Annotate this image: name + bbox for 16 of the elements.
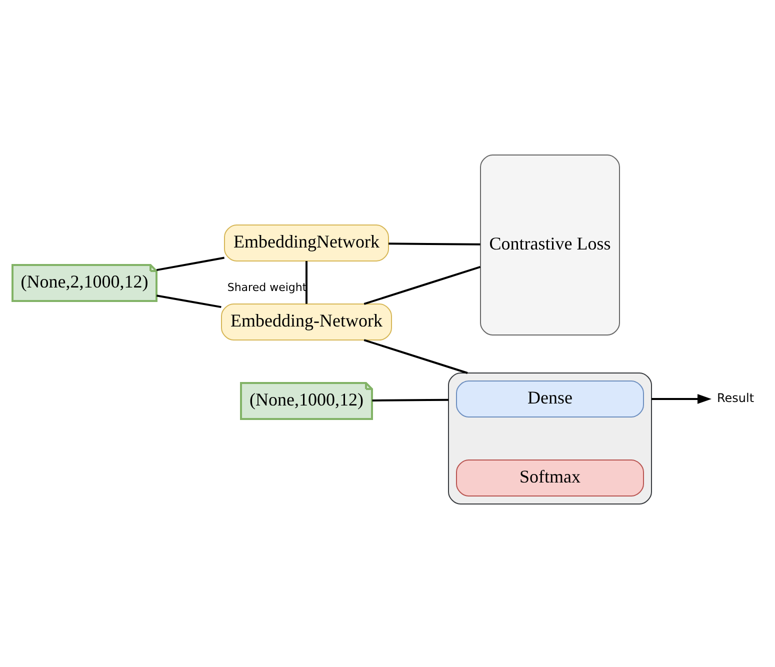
connector [306, 261, 308, 304]
cluster [448, 372, 652, 504]
connector [364, 266, 481, 305]
edge-label: Shared weight [227, 281, 307, 294]
connector [364, 339, 468, 374]
connector [388, 242, 480, 246]
connector [156, 294, 222, 308]
node-text: Result [716, 391, 754, 406]
node-box: Embedding-Network [221, 304, 392, 340]
node-box: Dense [456, 380, 644, 418]
connector [156, 256, 224, 272]
node-box: EmbeddingNetwork [224, 224, 389, 262]
node-box: Softmax [456, 460, 644, 496]
node-box: Contrastive Loss [480, 154, 620, 336]
connector [372, 398, 449, 402]
arrow [652, 394, 712, 404]
